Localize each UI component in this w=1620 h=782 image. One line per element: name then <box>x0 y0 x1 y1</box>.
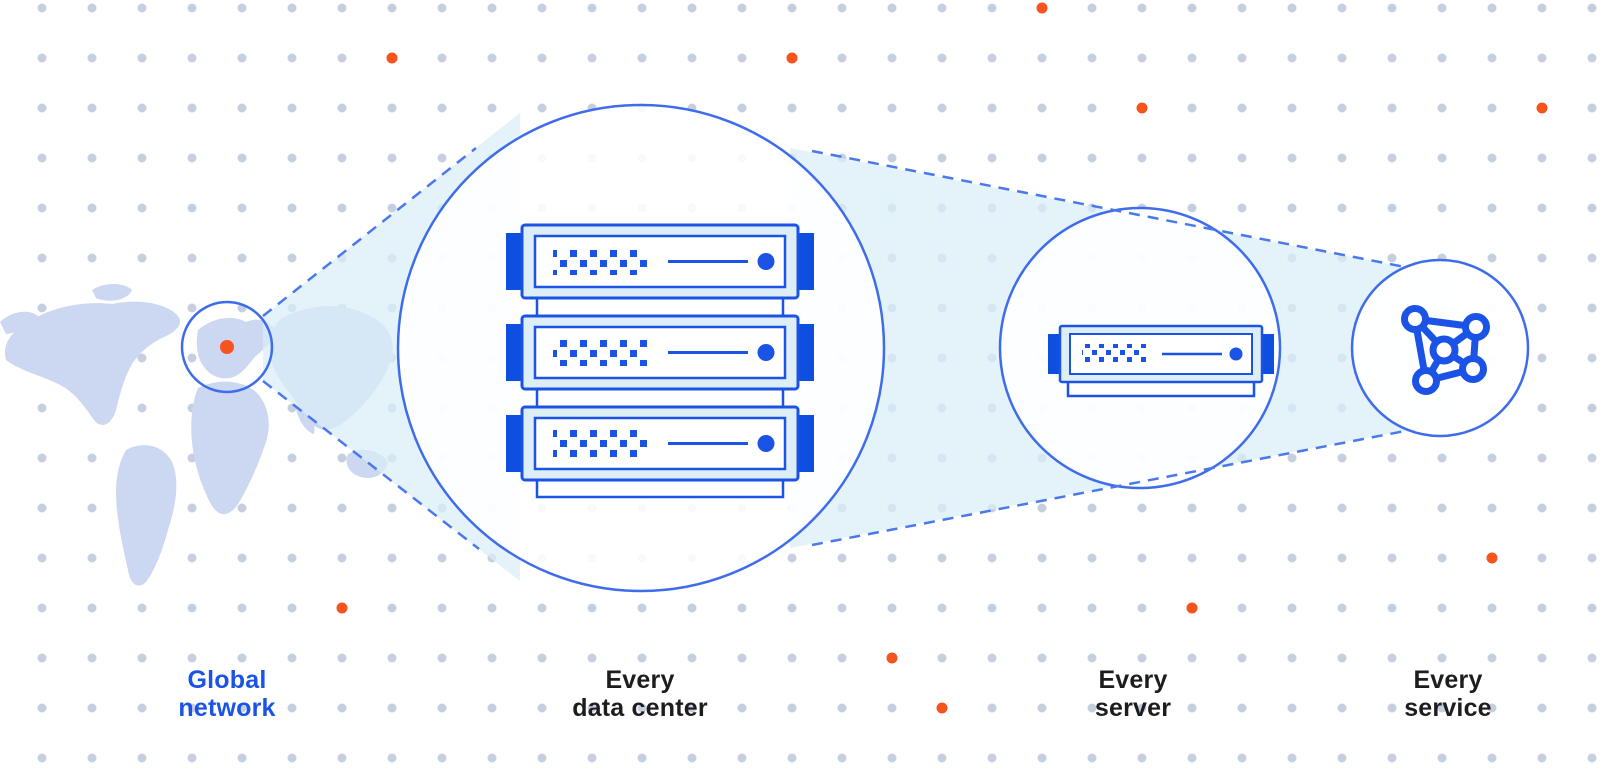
server-unit <box>506 223 814 300</box>
accent-dots <box>336 2 1548 714</box>
label-line: server <box>1094 694 1172 722</box>
zoom-dashed-lines <box>262 147 1406 550</box>
label-line: service <box>1404 694 1492 722</box>
globe-focus-circle <box>180 300 274 394</box>
label-line: network <box>178 694 276 722</box>
label-line: Every <box>605 666 675 694</box>
network-mesh-icon <box>1401 305 1490 395</box>
location-dot-icon <box>220 340 234 354</box>
label-every-service: Every service <box>1328 666 1568 722</box>
server-unit <box>506 314 814 391</box>
server-unit <box>506 405 814 482</box>
server-rack-icon <box>506 223 814 499</box>
label-line: data center <box>572 694 708 722</box>
label-every-data-center: Every data center <box>520 666 760 722</box>
server-icon <box>1048 324 1274 398</box>
label-global-network: Global network <box>107 666 347 722</box>
label-every-server: Every server <box>1013 666 1253 722</box>
label-line: Every <box>1098 666 1168 694</box>
label-line: Global <box>187 666 267 694</box>
label-line: Every <box>1413 666 1483 694</box>
